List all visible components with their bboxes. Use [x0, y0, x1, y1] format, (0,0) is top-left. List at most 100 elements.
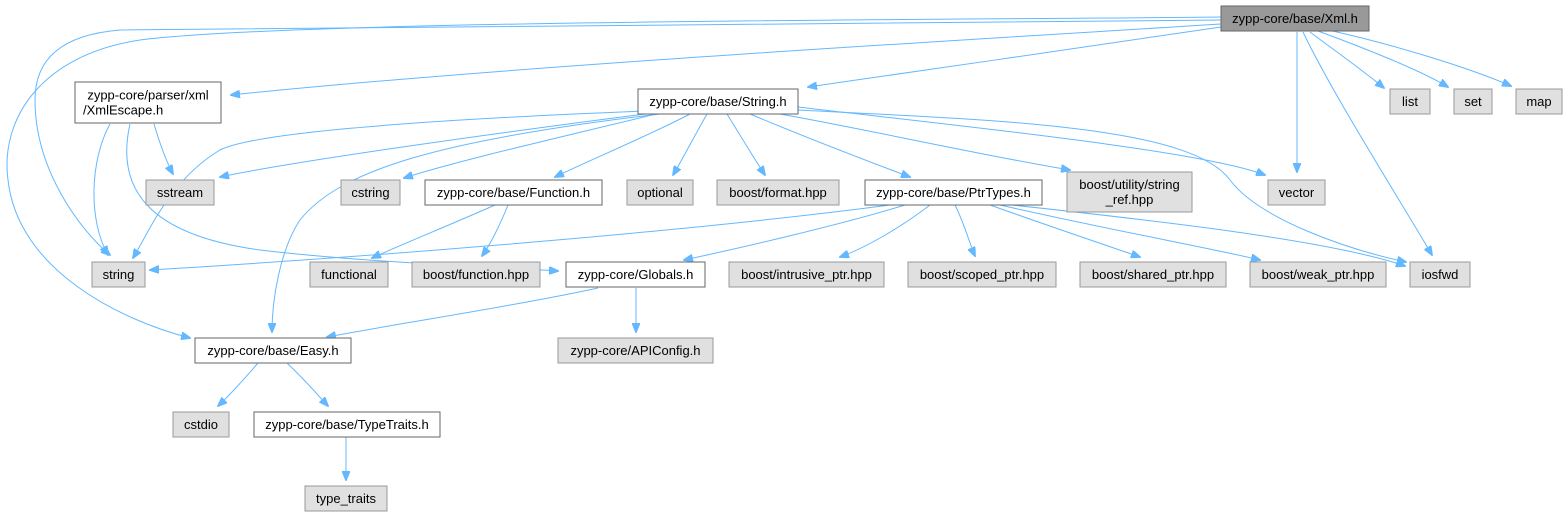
node-ptrtypes-h[interactable]: zypp-core/base/PtrTypes.h — [864, 179, 1043, 206]
node-list: list — [1389, 88, 1431, 115]
node-xml-escape-h[interactable]: zypp-core/parser/xml/XmlEscape.h — [74, 81, 222, 124]
node-boost-weak: boost/weak_ptr.hpp — [1249, 261, 1387, 288]
node-label: zypp-core/base/TypeTraits.h — [265, 417, 429, 432]
edge-xml-h-to-string — [34, 19, 1222, 255]
edge-string-h-to-function-h — [555, 113, 691, 177]
edge-xml-h-to-list — [1309, 31, 1384, 88]
node-boost-shared: boost/shared_ptr.hpp — [1079, 261, 1227, 288]
edge-easy-h-to-cstdio — [218, 362, 259, 406]
node-label: map — [1526, 94, 1551, 109]
node-label: set — [1464, 94, 1482, 109]
node-label: boost/weak_ptr.hpp — [1262, 267, 1375, 282]
node-label: boost/format.hpp — [729, 185, 827, 200]
node-box — [172, 411, 230, 438]
node-label: zypp-core/base/String.h — [649, 94, 786, 109]
node-boost-intrusive: boost/intrusive_ptr.hpp — [728, 261, 885, 288]
node-label: cstring — [351, 185, 389, 200]
edge-string-h-to-boost-string-ref — [779, 113, 1070, 170]
edge-string-h-to-optional — [673, 113, 708, 175]
node-box — [253, 411, 441, 438]
node-boost-scoped: boost/scoped_ptr.hpp — [907, 261, 1057, 288]
node-box — [1453, 88, 1493, 115]
node-box — [194, 337, 352, 364]
edge-xml-h-to-set — [1317, 30, 1448, 87]
edge-easy-h-to-typetraits-h — [286, 362, 328, 406]
node-string: string — [91, 261, 146, 288]
node-globals-h[interactable]: zypp-core/Globals.h — [565, 261, 706, 288]
node-label: boost/scoped_ptr.hpp — [920, 267, 1044, 282]
node-box — [304, 485, 388, 512]
node-label: zypp-core/base/PtrTypes.h — [876, 185, 1031, 200]
dependency-nodes: zypp-core/base/Xml.h zypp-core/parser/xml… — [74, 5, 1563, 512]
node-optional: optional — [626, 179, 694, 206]
node-label: zypp-core/Globals.h — [578, 267, 694, 282]
node-label: boost/shared_ptr.hpp — [1092, 267, 1214, 282]
node-iosfwd: iosfwd — [1409, 261, 1471, 288]
node-label: zypp-core/APIConfig.h — [570, 343, 700, 358]
node-label: zypp-core/base/Function.h — [437, 185, 590, 200]
node-box — [424, 179, 603, 206]
node-box — [907, 261, 1057, 288]
edge-ptrtypes-h-to-boost-weak — [999, 204, 1260, 260]
edge-function-h-to-functional — [372, 204, 496, 258]
node-sstream: sstream — [145, 179, 215, 206]
node-box — [626, 179, 694, 206]
edge-xml-h-to-easy-h — [6, 16, 1222, 338]
node-box — [1267, 179, 1326, 206]
node-label: zypp-core/base/Easy.h — [207, 343, 338, 358]
node-box — [1220, 5, 1370, 32]
node-typetraits-h[interactable]: zypp-core/base/TypeTraits.h — [253, 411, 441, 438]
dependency-edges — [6, 16, 1511, 480]
node-label: type_traits — [316, 491, 376, 506]
node-box — [309, 261, 389, 288]
node-box — [557, 337, 714, 364]
node-box — [1409, 261, 1471, 288]
edge-string-h-to-boost-format — [726, 113, 765, 175]
edge-xml-escape-h-to-string — [93, 123, 111, 255]
node-functional: functional — [309, 261, 389, 288]
edge-string-h-to-easy-h — [272, 113, 661, 332]
node-label: boost/intrusive_ptr.hpp — [741, 267, 872, 282]
node-cstring: cstring — [340, 179, 401, 206]
node-box — [565, 261, 706, 288]
node-box — [1079, 261, 1227, 288]
edge-function-h-to-boost-function — [482, 204, 509, 256]
node-xml-h[interactable]: zypp-core/base/Xml.h — [1220, 5, 1370, 32]
edge-ptrtypes-h-to-boost-scoped — [954, 204, 975, 256]
node-label: string — [103, 267, 135, 282]
edge-string-h-to-sstream — [220, 113, 646, 177]
edge-string-h-to-vector — [797, 106, 1265, 175]
edge-ptrtypes-h-to-boost-shared — [989, 204, 1140, 257]
node-box — [637, 88, 799, 115]
node-label: boost/utility/string — [1079, 177, 1179, 192]
node-box — [716, 179, 840, 206]
node-label: vector — [1279, 185, 1315, 200]
node-apiconfig-h: zypp-core/APIConfig.h — [557, 337, 714, 364]
node-box — [145, 179, 215, 206]
node-box — [728, 261, 885, 288]
node-label: iosfwd — [1422, 267, 1459, 282]
edge-ptrtypes-h-to-boost-intrusive — [840, 204, 931, 257]
node-label: cstdio — [184, 417, 218, 432]
node-box — [91, 261, 146, 288]
edge-string-h-to-iosfwd — [797, 109, 1406, 262]
node-cstdio: cstdio — [172, 411, 230, 438]
edge-string-h-to-string — [133, 110, 646, 258]
node-box — [1389, 88, 1431, 115]
node-box — [1515, 88, 1563, 115]
node-easy-h[interactable]: zypp-core/base/Easy.h — [194, 337, 352, 364]
edge-string-h-to-cstring — [404, 113, 657, 178]
edge-xml-escape-h-to-sstream — [153, 123, 173, 174]
node-set: set — [1453, 88, 1493, 115]
node-map: map — [1515, 88, 1563, 115]
node-boost-format: boost/format.hpp — [716, 179, 840, 206]
node-string-h[interactable]: zypp-core/base/String.h — [637, 88, 799, 115]
node-boost-string-ref: boost/utility/string_ref.hpp — [1066, 171, 1193, 213]
node-type-traits: type_traits — [304, 485, 388, 512]
node-label: sstream — [157, 185, 203, 200]
node-function-h[interactable]: zypp-core/base/Function.h — [424, 179, 603, 206]
node-boost-function: boost/function.hpp — [411, 261, 541, 288]
node-box — [411, 261, 541, 288]
edge-xml-h-to-string-h — [808, 26, 1222, 87]
